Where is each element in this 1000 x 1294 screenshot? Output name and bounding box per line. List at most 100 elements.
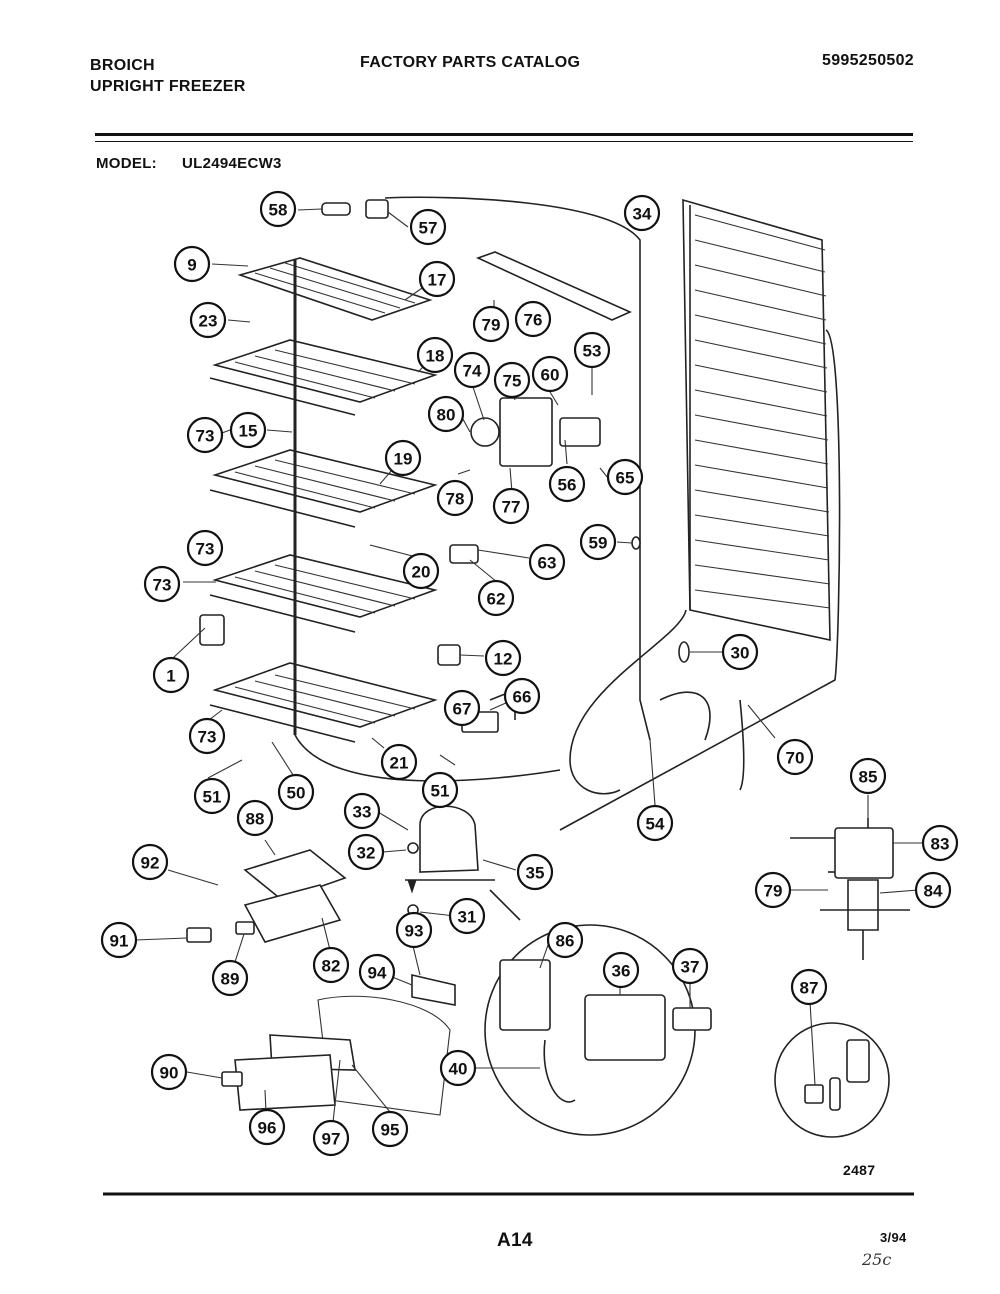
compressor-assembly	[405, 805, 521, 921]
callout-74: 74	[453, 351, 491, 389]
callout-label: 70	[786, 749, 805, 768]
callout-20: 20	[402, 552, 440, 590]
callout-58: 58	[259, 190, 297, 228]
model-number: UL2494ECW3	[182, 155, 282, 172]
callout-73: 73	[143, 565, 181, 603]
callout-32: 32	[347, 833, 385, 871]
callout-34: 34	[623, 194, 661, 232]
callout-label: 89	[221, 970, 240, 989]
callout-label: 73	[198, 728, 217, 747]
upper-small-parts	[199, 199, 690, 733]
figure-number: 2487	[843, 1162, 876, 1178]
callout-95: 95	[371, 1110, 409, 1148]
callout-92: 92	[131, 843, 169, 881]
callout-70: 70	[776, 738, 814, 776]
callout-37: 37	[671, 947, 709, 985]
callout-label: 73	[153, 576, 172, 595]
callout-label: 35	[526, 864, 545, 883]
callout-label: 65	[616, 469, 635, 488]
page-code: A14	[497, 1230, 533, 1251]
callout-label: 83	[931, 835, 950, 854]
callout-80: 80	[427, 395, 465, 433]
callout-36: 36	[602, 951, 640, 989]
callout-label: 56	[558, 476, 577, 495]
callout-label: 15	[239, 422, 258, 441]
callout-51: 51	[193, 777, 231, 815]
callout-label: 73	[196, 540, 215, 559]
detail-timer	[790, 818, 910, 960]
callout-label: 32	[357, 844, 376, 863]
condenser-coil	[682, 198, 831, 641]
callout-35: 35	[516, 853, 554, 891]
callout-82: 82	[312, 946, 350, 984]
brand-name: BROICH	[90, 57, 155, 74]
callout-label: 97	[322, 1130, 341, 1149]
callout-79: 79	[754, 871, 792, 909]
callout-76: 76	[514, 300, 552, 338]
callout-label: 33	[353, 803, 372, 822]
detail-relay-overload	[484, 924, 712, 1136]
callout-label: 34	[633, 205, 652, 224]
callout-label: 59	[589, 534, 608, 553]
callout-label: 94	[368, 964, 387, 983]
callout-label: 74	[463, 362, 482, 381]
callout-15: 15	[229, 411, 267, 449]
callout-77: 77	[492, 487, 530, 525]
header-rule-thick	[95, 133, 913, 136]
callout-73: 73	[186, 529, 224, 567]
callout-label: 36	[612, 962, 631, 981]
callout-label: 90	[160, 1064, 179, 1083]
callout-85: 85	[849, 757, 887, 795]
callout-66: 66	[503, 677, 541, 715]
callout-label: 88	[246, 810, 265, 829]
header-rule-thin	[95, 141, 913, 142]
callout-91: 91	[100, 921, 138, 959]
callout-label: 57	[419, 219, 438, 238]
callout-78: 78	[436, 479, 474, 517]
callout-90: 90	[150, 1053, 188, 1091]
callout-label: 84	[924, 882, 943, 901]
callout-label: 18	[426, 347, 445, 366]
callout-97: 97	[312, 1119, 350, 1157]
callout-89: 89	[211, 959, 249, 997]
callout-62: 62	[477, 579, 515, 617]
catalog-title: FACTORY PARTS CATALOG	[360, 54, 581, 71]
handwritten-note: 25c	[862, 1250, 892, 1269]
callout-9: 9	[173, 245, 211, 283]
callout-label: 86	[556, 932, 575, 951]
callout-17: 17	[418, 260, 456, 298]
callout-18: 18	[416, 336, 454, 374]
callout-label: 1	[166, 667, 175, 686]
callout-label: 62	[487, 590, 506, 609]
callout-59: 59	[579, 523, 617, 561]
callout-56: 56	[548, 465, 586, 503]
callout-88: 88	[236, 799, 274, 837]
callout-label: 79	[482, 316, 501, 335]
callout-label: 66	[513, 688, 532, 707]
callout-40: 40	[439, 1049, 477, 1087]
callout-30: 30	[721, 633, 759, 671]
callout-60: 60	[531, 355, 569, 393]
callout-51: 51	[421, 771, 459, 809]
callout-83: 83	[921, 824, 959, 862]
callout-label: 75	[503, 372, 522, 391]
callout-86: 86	[546, 921, 584, 959]
callout-93: 93	[395, 911, 433, 949]
callout-50: 50	[277, 773, 315, 811]
callout-31: 31	[448, 897, 486, 935]
callout-label: 96	[258, 1119, 277, 1138]
callout-label: 37	[681, 958, 700, 977]
callout-label: 93	[405, 922, 424, 941]
diagram-artwork	[134, 196, 923, 1138]
callout-label: 80	[437, 406, 456, 425]
callout-label: 19	[394, 450, 413, 469]
callout-label: 23	[199, 312, 218, 331]
callout-label: 85	[859, 768, 878, 787]
callout-label: 21	[390, 754, 409, 773]
callout-33: 33	[343, 792, 381, 830]
callout-54: 54	[636, 804, 674, 842]
callout-84: 84	[914, 871, 952, 909]
callout-label: 30	[731, 644, 750, 663]
callout-label: 76	[524, 311, 543, 330]
